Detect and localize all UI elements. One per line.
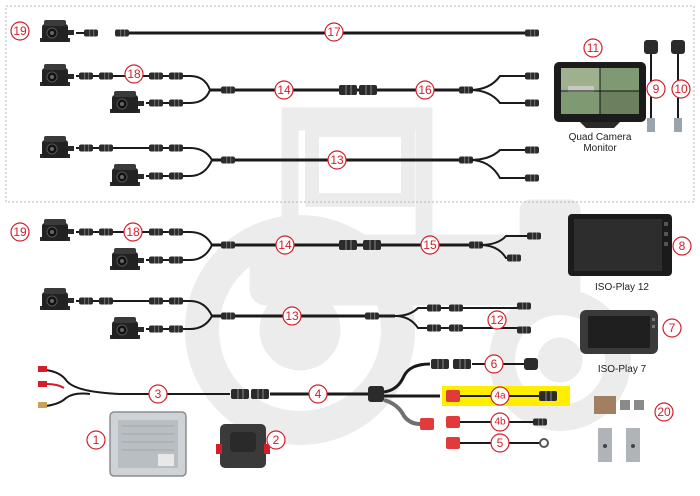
svg-text:20: 20 — [657, 405, 671, 419]
callout-11: 11 — [583, 38, 603, 58]
callout-9: 9 — [646, 79, 666, 99]
cable-connector — [115, 29, 129, 37]
svg-text:18: 18 — [126, 225, 140, 239]
callout-4b: 4b — [490, 412, 510, 432]
svg-text:4b: 4b — [494, 417, 506, 428]
svg-text:1: 1 — [93, 433, 100, 447]
camera-icon — [39, 19, 75, 43]
mounting-kit-icon — [594, 396, 644, 462]
iso-play-7-label: ISO-Play 7 — [598, 364, 647, 375]
callout-12: 12 — [487, 310, 507, 330]
callout-13-top: 13 — [327, 150, 347, 170]
callout-14-top: 14 — [274, 80, 294, 100]
callout-19-top: 19 — [10, 21, 30, 41]
svg-text:16: 16 — [418, 83, 432, 97]
quad-camera-monitor — [554, 62, 646, 128]
svg-text:14: 14 — [277, 83, 291, 97]
cable-connector — [231, 389, 249, 399]
svg-text:3: 3 — [155, 387, 162, 401]
callout-16: 16 — [415, 80, 435, 100]
quad-monitor-label-line1: Quad Camera — [569, 132, 632, 143]
svg-text:10: 10 — [674, 82, 688, 96]
camera-icon — [39, 135, 75, 159]
callout-6: 6 — [484, 354, 504, 374]
quad-monitor-label-line2: Monitor — [583, 143, 617, 154]
svg-text:11: 11 — [587, 41, 600, 55]
camera-icon — [109, 90, 145, 114]
svg-text:13: 13 — [285, 309, 299, 323]
camera-icon — [109, 316, 145, 340]
callout-14-bottom: 14 — [275, 235, 295, 255]
cable-connector — [525, 29, 539, 37]
svg-text:7: 7 — [669, 321, 676, 335]
svg-text:19: 19 — [13, 24, 27, 38]
callout-19-bottom: 19 — [10, 222, 30, 242]
callout-18-top: 18 — [124, 64, 144, 84]
callout-18-bottom: 18 — [123, 222, 143, 242]
quad-kit-frame — [5, 5, 695, 203]
power-cable — [38, 366, 230, 408]
tractor-watermark — [185, 107, 631, 445]
callout-4: 4 — [308, 384, 328, 404]
camera-icon — [39, 63, 75, 87]
callout-4a: 4a — [490, 386, 510, 406]
svg-text:8: 8 — [679, 239, 686, 253]
svg-text:5: 5 — [497, 436, 504, 450]
camera-icon — [39, 287, 75, 311]
svg-text:18: 18 — [127, 67, 141, 81]
camera-icon — [39, 218, 75, 242]
svg-text:12: 12 — [490, 313, 504, 327]
callout-13-bottom: 13 — [282, 306, 302, 326]
iso-play-7-monitor — [580, 310, 658, 354]
callout-20: 20 — [654, 402, 674, 422]
cable-connector — [251, 389, 269, 399]
callout-15: 15 — [420, 235, 440, 255]
svg-text:17: 17 — [327, 25, 341, 39]
control-box-icon — [216, 424, 270, 468]
callout-17: 17 — [324, 22, 344, 42]
callout-5: 5 — [490, 433, 510, 453]
callout-8: 8 — [672, 236, 692, 256]
callout-7: 7 — [662, 318, 682, 338]
svg-text:13: 13 — [330, 153, 344, 167]
svg-text:15: 15 — [423, 238, 437, 252]
iso-play-12-monitor — [568, 214, 672, 276]
callout-10: 10 — [671, 79, 691, 99]
camera-icon — [109, 163, 145, 187]
iso-play-12-label: ISO-Play 12 — [595, 282, 649, 293]
cable-connector — [84, 29, 98, 37]
svg-text:2: 2 — [273, 433, 280, 447]
control-unit-icon — [109, 411, 187, 477]
svg-text:19: 19 — [13, 225, 27, 239]
svg-text:6: 6 — [491, 357, 498, 371]
svg-text:9: 9 — [653, 82, 660, 96]
svg-text:14: 14 — [278, 238, 292, 252]
callout-1: 1 — [86, 430, 106, 450]
callout-2: 2 — [266, 430, 286, 450]
callout-3: 3 — [148, 384, 168, 404]
svg-text:4: 4 — [315, 387, 322, 401]
camera-icon — [109, 247, 145, 271]
svg-text:4a: 4a — [494, 391, 506, 402]
